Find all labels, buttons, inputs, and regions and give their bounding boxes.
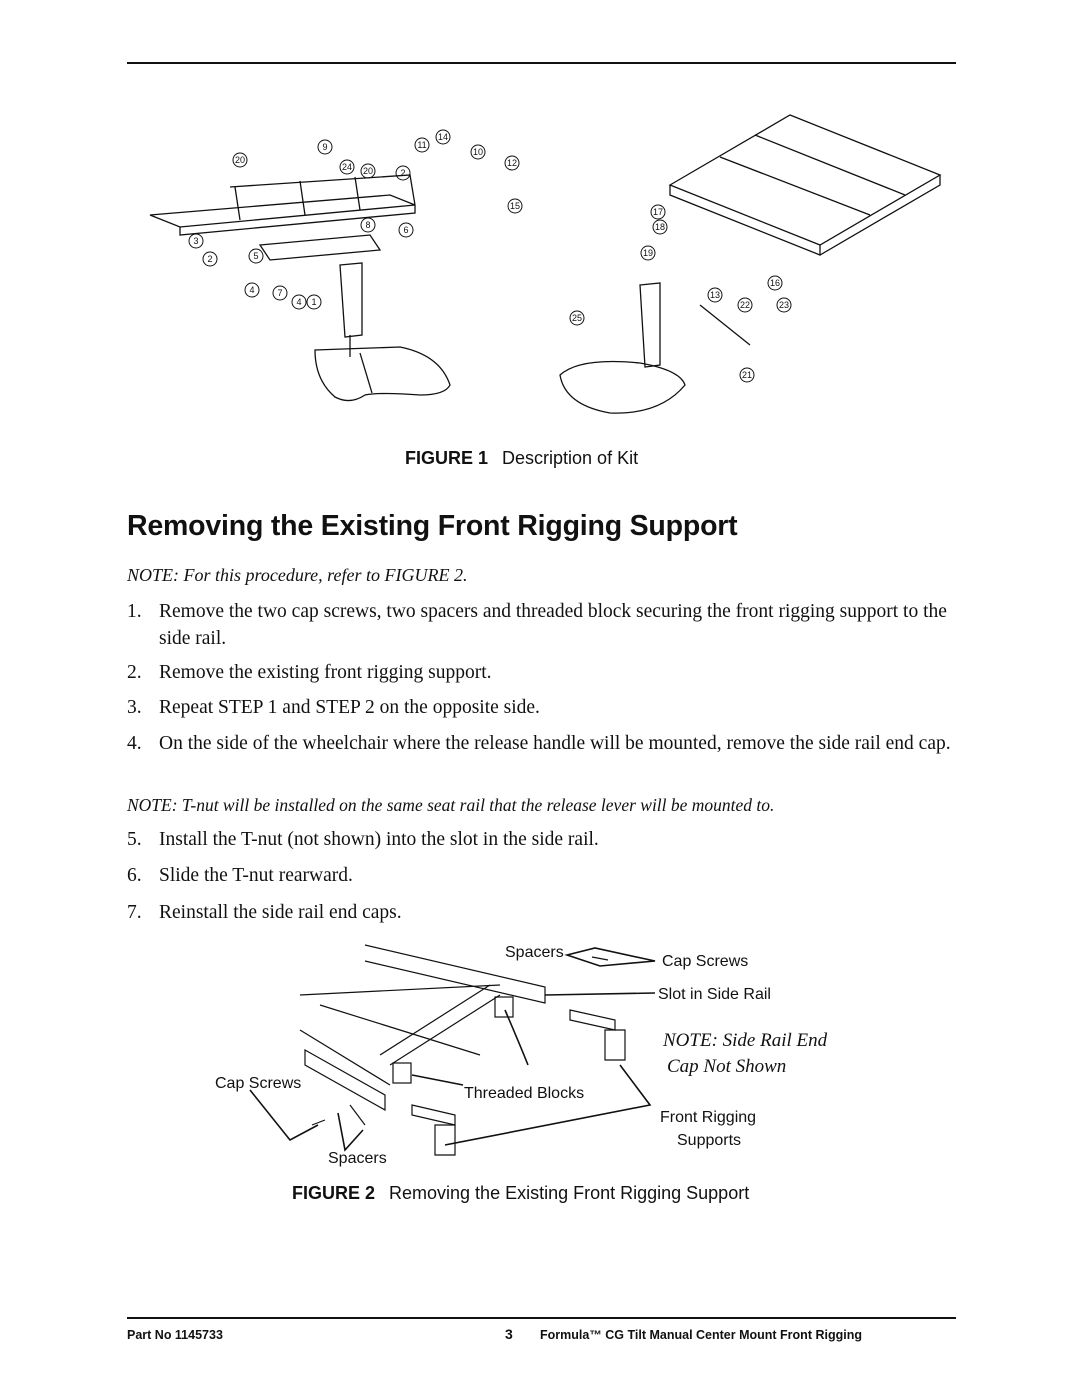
svg-text:6: 6 bbox=[403, 225, 408, 235]
step-5: 5.Install the T-nut (not shown) into the… bbox=[127, 829, 599, 850]
svg-text:24: 24 bbox=[342, 162, 352, 172]
footer-part-number: Part No 1145733 bbox=[127, 1328, 223, 1342]
figure-2-caption: FIGURE 2 Removing the Existing Front Rigg… bbox=[292, 1183, 749, 1204]
figure-1-caption: FIGURE 1 Description of Kit bbox=[405, 448, 638, 469]
svg-text:7: 7 bbox=[277, 288, 282, 298]
svg-text:20: 20 bbox=[235, 155, 245, 165]
bottom-rule bbox=[127, 1317, 956, 1319]
label-front-rigging-1: Front Rigging bbox=[660, 1109, 756, 1126]
label-note-line-1: NOTE: Side Rail End bbox=[662, 1030, 828, 1051]
svg-text:25: 25 bbox=[572, 313, 582, 323]
step-1: 1.Remove the two cap screws, two spacers… bbox=[127, 601, 947, 649]
svg-text:17: 17 bbox=[653, 207, 663, 217]
svg-text:15: 15 bbox=[510, 201, 520, 211]
svg-text:20: 20 bbox=[363, 166, 373, 176]
svg-text:21: 21 bbox=[742, 370, 752, 380]
note-t-nut: NOTE: T-nut will be installed on the sam… bbox=[127, 795, 775, 815]
svg-text:16: 16 bbox=[770, 278, 780, 288]
label-note-line-2: Cap Not Shown bbox=[667, 1056, 786, 1077]
svg-text:12: 12 bbox=[507, 158, 517, 168]
step-7: 7.Reinstall the side rail end caps. bbox=[127, 902, 402, 923]
figure-1-caption-text: Description of Kit bbox=[502, 448, 639, 468]
figure-1-label: FIGURE 1 bbox=[405, 448, 489, 468]
step-4: 4.On the side of the wheelchair where th… bbox=[127, 733, 951, 754]
step-6: 6.Slide the T-nut rearward. bbox=[127, 865, 353, 886]
svg-text:2: 2 bbox=[400, 168, 405, 178]
svg-text:23: 23 bbox=[779, 300, 789, 310]
section-heading: Removing the Existing Front Rigging Supp… bbox=[127, 510, 738, 542]
label-cap-screws-left: Cap Screws bbox=[215, 1075, 301, 1092]
svg-text:14: 14 bbox=[438, 132, 448, 142]
svg-text:13: 13 bbox=[710, 290, 720, 300]
label-spacers-bottom: Spacers bbox=[328, 1150, 387, 1167]
top-rule bbox=[127, 62, 956, 64]
figure-2-caption-text: Removing the Existing Front Rigging Supp… bbox=[389, 1183, 750, 1203]
svg-text:18: 18 bbox=[655, 222, 665, 232]
svg-text:22: 22 bbox=[740, 300, 750, 310]
step-3: 3.Repeat STEP 1 and STEP 2 on the opposi… bbox=[127, 697, 540, 718]
label-threaded-blocks: Threaded Blocks bbox=[464, 1085, 584, 1102]
footer-document-title: Formula™ CG Tilt Manual Center Mount Fro… bbox=[540, 1328, 862, 1342]
svg-text:8: 8 bbox=[365, 220, 370, 230]
figure-1-illustration: 9 11 14 10 12 20 24 20 2 15 8 6 3 5 2 4 … bbox=[149, 114, 942, 414]
svg-text:10: 10 bbox=[473, 147, 483, 157]
footer-page-number: 3 bbox=[505, 1326, 513, 1342]
svg-text:2: 2 bbox=[207, 254, 212, 264]
figure-2-illustration: Spacers Cap Screws Slot in Side Rail Cap… bbox=[215, 944, 828, 1167]
svg-text:4: 4 bbox=[296, 297, 301, 307]
label-front-rigging-2: Supports bbox=[677, 1132, 741, 1149]
label-cap-screws-top: Cap Screws bbox=[662, 953, 748, 970]
svg-text:19: 19 bbox=[643, 248, 653, 258]
svg-text:11: 11 bbox=[417, 140, 426, 150]
svg-text:3: 3 bbox=[193, 236, 198, 246]
figure-2-label: FIGURE 2 bbox=[292, 1183, 376, 1203]
label-spacers-top: Spacers bbox=[505, 944, 564, 961]
svg-text:5: 5 bbox=[253, 251, 258, 261]
note-refer-figure: NOTE: For this procedure, refer to FIGUR… bbox=[127, 565, 468, 585]
svg-text:4: 4 bbox=[249, 285, 254, 295]
callout: 9 bbox=[322, 142, 327, 152]
label-slot-side-rail: Slot in Side Rail bbox=[658, 986, 771, 1003]
svg-text:1: 1 bbox=[311, 297, 316, 307]
step-2: 2.Remove the existing front rigging supp… bbox=[127, 662, 492, 683]
